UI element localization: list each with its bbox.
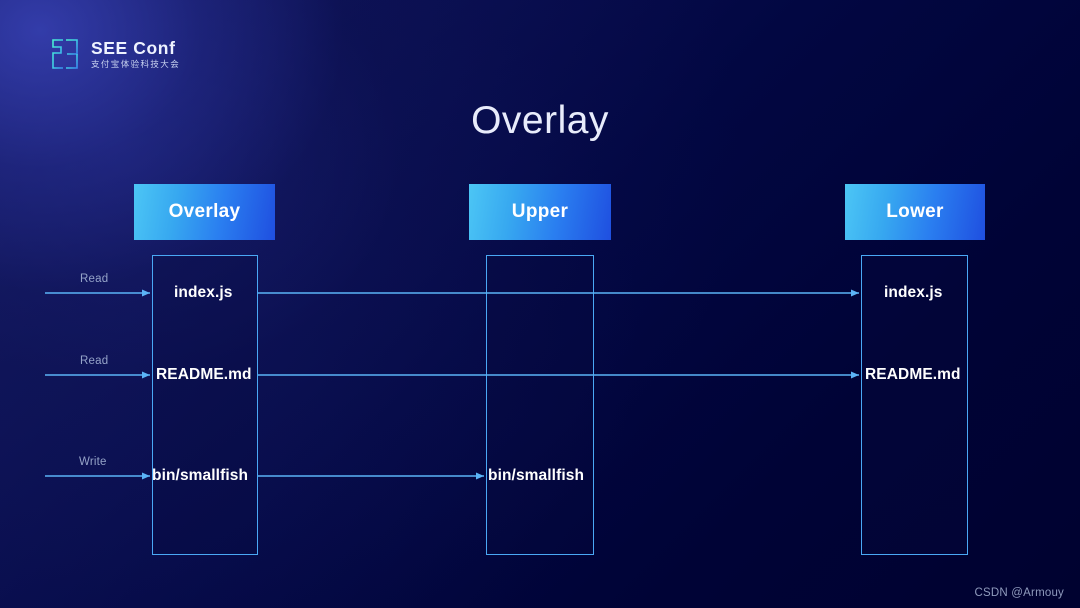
cell-upper-bin-smallfish: bin/smallfish — [488, 467, 585, 484]
column-header-label: Lower — [886, 201, 944, 222]
logo-title: SEE Conf — [91, 37, 176, 58]
cell-overlay-bin-smallfish: bin/smallfish — [152, 467, 249, 484]
logo-subtitle: 支付宝体验科技大会 — [91, 58, 181, 69]
watermark: CSDN @Armouy — [974, 587, 1064, 599]
cell-overlay-readme-md: README.md — [156, 366, 252, 383]
logo-text-block: SEE Conf 支付宝体验科技大会 — [91, 37, 181, 70]
page-title: Overlay — [471, 99, 609, 142]
column-body-lower — [861, 255, 968, 555]
see-conf-logo: SEE Conf 支付宝体验科技大会 — [50, 38, 180, 70]
column-header-upper: Upper — [469, 184, 611, 240]
see-conf-bracket-icon — [52, 39, 78, 69]
column-header-label: Upper — [511, 201, 569, 222]
column-header-lower: Lower — [845, 184, 985, 240]
column-body-overlay — [152, 255, 258, 555]
cell-lower-index-js: index.js — [884, 284, 943, 301]
arrow-label-row-2: Read — [80, 355, 109, 367]
cell-lower-readme-md: README.md — [865, 366, 961, 383]
column-header-label: Overlay — [168, 201, 241, 222]
arrow-label-row-1: Read — [80, 273, 109, 285]
column-body-upper — [486, 255, 594, 555]
arrow-label-row-3: Write — [79, 456, 107, 468]
cell-overlay-index-js: index.js — [174, 284, 233, 301]
column-header-overlay: Overlay — [134, 184, 275, 240]
